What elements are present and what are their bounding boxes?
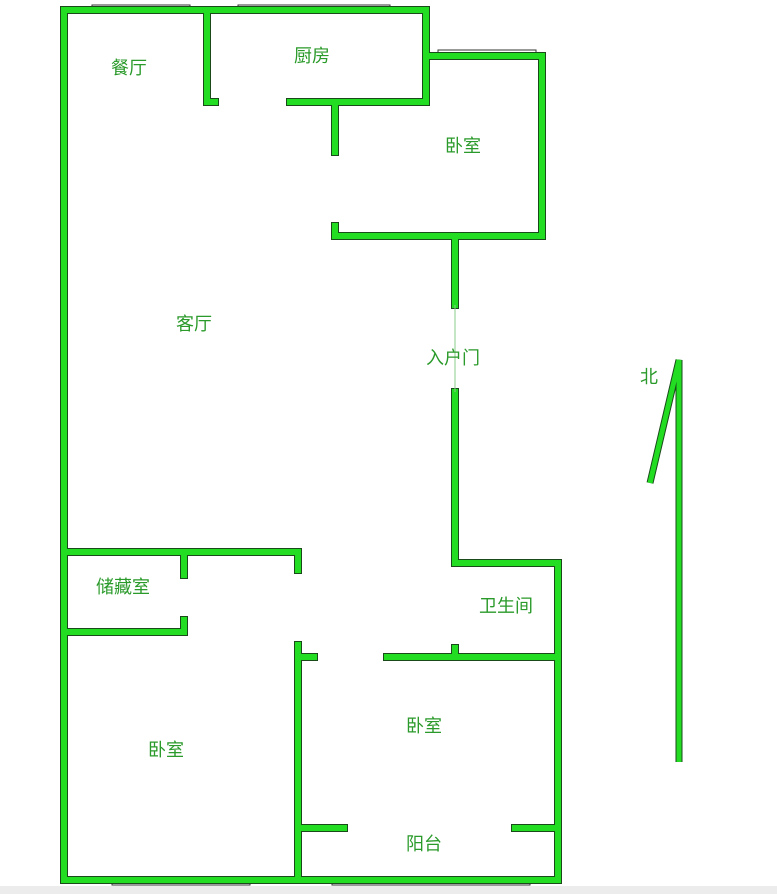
room-label-storage: 储藏室 (96, 577, 150, 598)
room-label-dining: 餐厅 (111, 58, 147, 79)
north-arrow-icon (646, 359, 683, 762)
wall (60, 6, 430, 884)
room-label-kitchen: 厨房 (294, 46, 330, 67)
room-label-bathroom: 卫生间 (479, 596, 533, 617)
wall (332, 53, 545, 239)
wall (61, 389, 561, 883)
room-label-living: 客厅 (176, 314, 212, 335)
wall (61, 549, 301, 573)
room-label-entrance: 入户门 (426, 348, 480, 369)
wall (331, 52, 546, 240)
room-label-bedroom-ne: 卧室 (445, 136, 481, 157)
wall (204, 7, 218, 105)
room-label-bedroom-se: 卧室 (406, 716, 442, 737)
wall (61, 617, 187, 635)
room-label-bedroom-sw: 卧室 (148, 740, 184, 761)
room-label-balcony: 阳台 (406, 834, 442, 855)
north-label: 北 (640, 367, 658, 388)
wall (61, 7, 429, 883)
bottom-strip (0, 886, 777, 894)
